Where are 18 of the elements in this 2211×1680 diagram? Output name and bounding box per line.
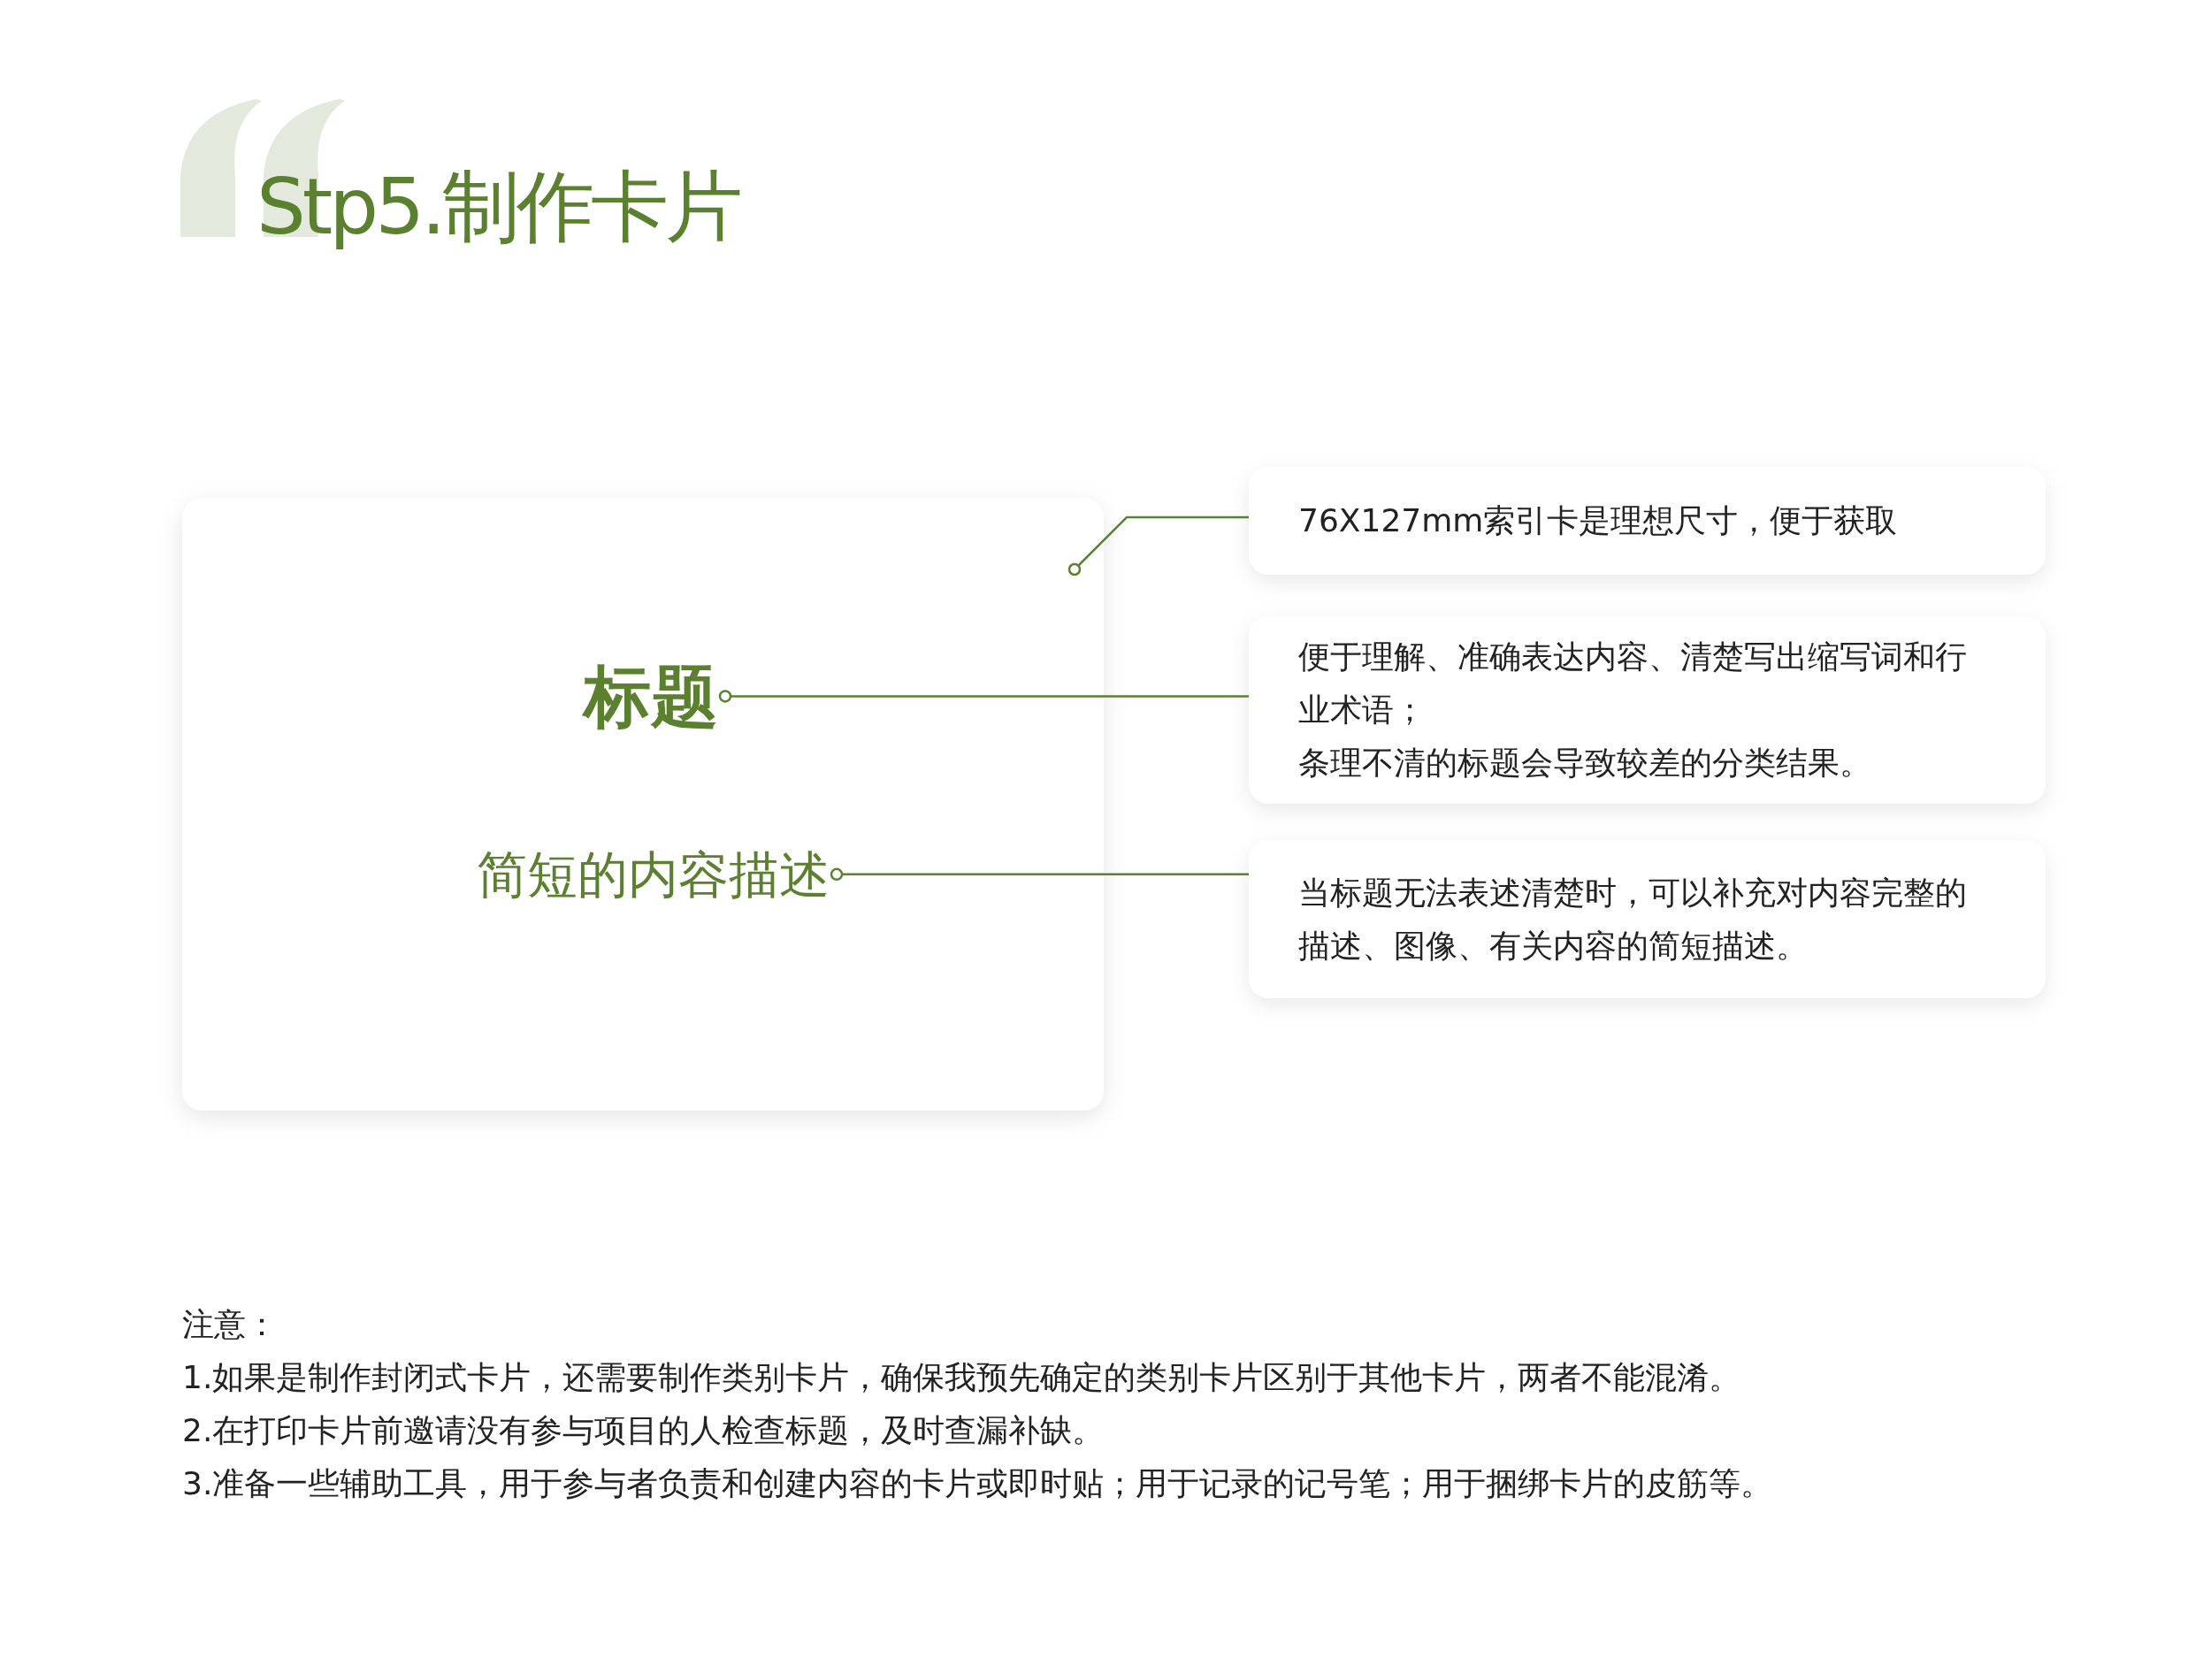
leader-line	[718, 690, 1249, 703]
leader-line	[830, 867, 1249, 882]
note-heading: 注意：	[182, 1305, 278, 1344]
callout-text: 76X127mm索引卡是理想尺寸，便于获取	[1298, 501, 1899, 540]
card-description: 简短的内容描述	[477, 844, 830, 905]
callout-box	[1249, 840, 2046, 998]
note-text: 2.在打印卡片前邀请没有参与项目的人检查标题，及时查漏补缺。	[182, 1411, 1105, 1450]
title: Stp5.制作卡片	[256, 160, 740, 254]
leader-line	[1067, 515, 1249, 577]
callout-box	[1249, 616, 2046, 804]
callout-text: 便于理解、准确表达内容、清楚写出缩写词和行业术语；	[1298, 638, 1968, 729]
callout-box	[1249, 467, 2046, 575]
note-text: 3.准备一些辅助工具，用于参与者负责和创建内容的卡片或即时贴；用于记录的记号笔；用于捆绑卡片的皮筋等。	[182, 1464, 1773, 1503]
note-text: 1.如果是制作封闭式卡片，还需要制作类别卡片，确保我预先确定的类别卡片区别于其他卡片，两者不能混淆。	[182, 1358, 1741, 1397]
card	[182, 498, 1104, 1111]
card-title: 标题	[584, 655, 718, 737]
callout-text: 条理不清的标题会导致较差的分类结果。	[1298, 744, 1872, 783]
callout-text: 当标题无法表述清楚时，可以补充对内容完整的描述、图像、有关内容的简短描述。	[1298, 873, 1968, 966]
